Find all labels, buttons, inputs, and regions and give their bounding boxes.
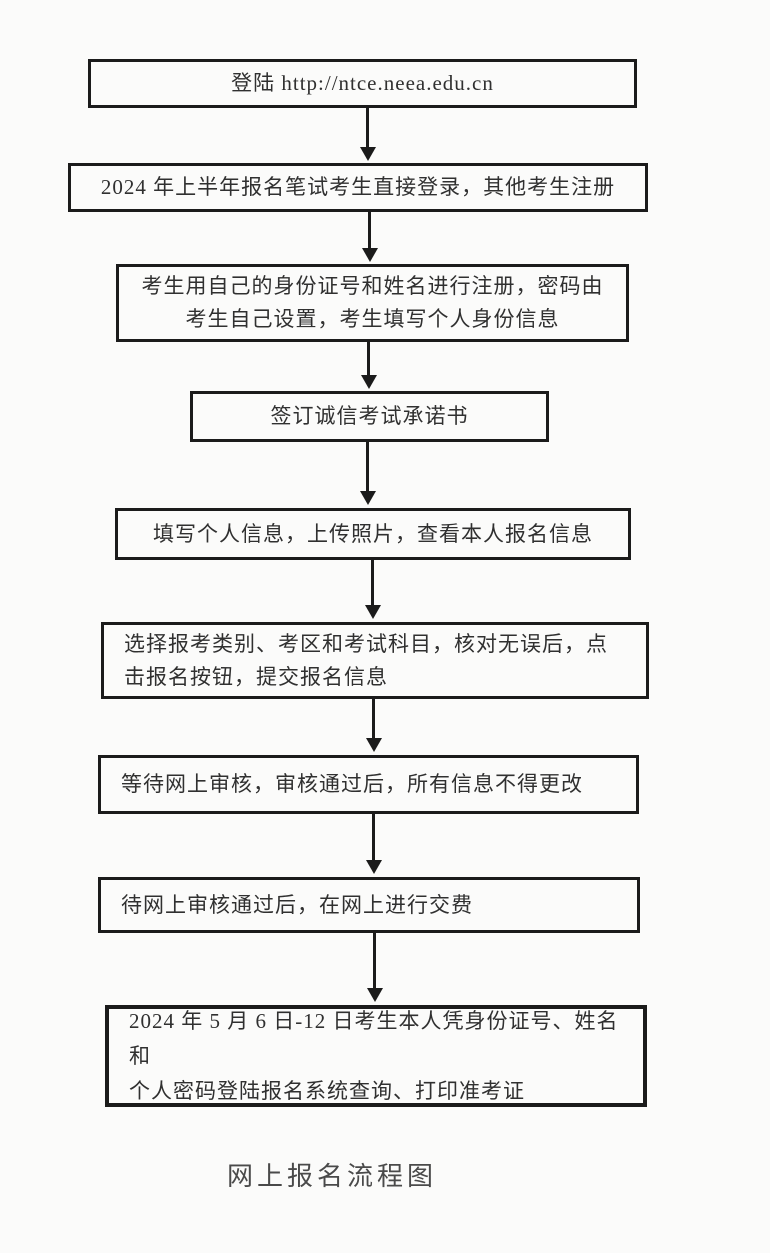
flow-arrow-5: [364, 560, 381, 619]
flow-step-text: 登陆 http://ntce.neea.edu.cn: [231, 71, 494, 95]
flow-arrow-3: [360, 342, 377, 389]
flow-step-text-line2: 个人密码登陆报名系统查询、打印准考证: [129, 1078, 525, 1103]
arrow-head-icon: [361, 248, 378, 262]
flow-step-text: 签订诚信考试承诺书: [270, 404, 469, 428]
flow-arrow-7: [365, 814, 382, 874]
arrow-shaft: [366, 442, 369, 491]
flow-step-login-url: 登陆 http://ntce.neea.edu.cn: [88, 59, 637, 108]
arrow-head-icon: [359, 491, 376, 505]
flow-step-text: 填写个人信息，上传照片，查看本人报名信息: [153, 521, 593, 546]
flow-step-text-line1: 考生用自己的身份证号和姓名进行注册，密码由: [141, 274, 604, 298]
arrow-shaft: [373, 933, 376, 988]
flow-arrow-2: [361, 212, 378, 262]
flow-arrow-8: [366, 933, 383, 1002]
flow-step-print-admission-card: 2024 年 5 月 6 日-12 日考生本人凭身份证号、姓名和 个人密码登陆报…: [105, 1005, 647, 1107]
flow-arrow-4: [359, 442, 376, 505]
arrow-head-icon: [359, 147, 376, 161]
arrow-shaft: [366, 108, 369, 147]
arrow-head-icon: [365, 860, 382, 874]
flow-step-pay-online: 待网上审核通过后，在网上进行交费: [98, 877, 640, 933]
flow-step-fill-info-photo: 填写个人信息，上传照片，查看本人报名信息: [115, 508, 631, 560]
flow-step-text-line1: 2024 年 5 月 6 日-12 日考生本人凭身份证号、姓名和: [129, 1008, 619, 1068]
arrow-head-icon: [360, 375, 377, 389]
arrow-shaft: [368, 212, 371, 248]
flow-step-text: 2024 年上半年报名笔试考生直接登录，其他考生注册: [100, 175, 616, 199]
arrow-shaft: [371, 560, 374, 605]
flow-arrow-6: [365, 699, 382, 752]
arrow-head-icon: [366, 988, 383, 1002]
flowchart-caption: 网上报名流程图: [226, 1162, 437, 1191]
arrow-shaft: [372, 814, 375, 860]
flow-step-register-identity: 考生用自己的身份证号和姓名进行注册，密码由 考生自己设置，考生填写个人身份信息: [116, 264, 629, 342]
flow-step-text-line1: 选择报考类别、考区和考试科目，核对无误后，点: [124, 631, 608, 656]
flow-step-wait-review: 等待网上审核，审核通过后，所有信息不得更改: [98, 755, 639, 814]
flow-step-sign-commitment: 签订诚信考试承诺书: [190, 391, 549, 442]
flow-step-text-line2: 击报名按钮，提交报名信息: [124, 664, 388, 689]
flow-step-text-line2: 考生自己设置，考生填写个人身份信息: [185, 307, 560, 331]
flow-arrow-1: [359, 108, 376, 161]
arrow-head-icon: [364, 605, 381, 619]
flow-step-select-category: 选择报考类别、考区和考试科目，核对无误后，点 击报名按钮，提交报名信息: [101, 622, 649, 699]
arrow-shaft: [367, 342, 370, 375]
flow-step-text: 等待网上审核，审核通过后，所有信息不得更改: [121, 772, 583, 796]
arrow-head-icon: [365, 738, 382, 752]
arrow-shaft: [372, 699, 375, 738]
flow-step-login-or-register: 2024 年上半年报名笔试考生直接登录，其他考生注册: [68, 163, 648, 212]
flow-step-text: 待网上审核通过后，在网上进行交费: [121, 892, 473, 917]
